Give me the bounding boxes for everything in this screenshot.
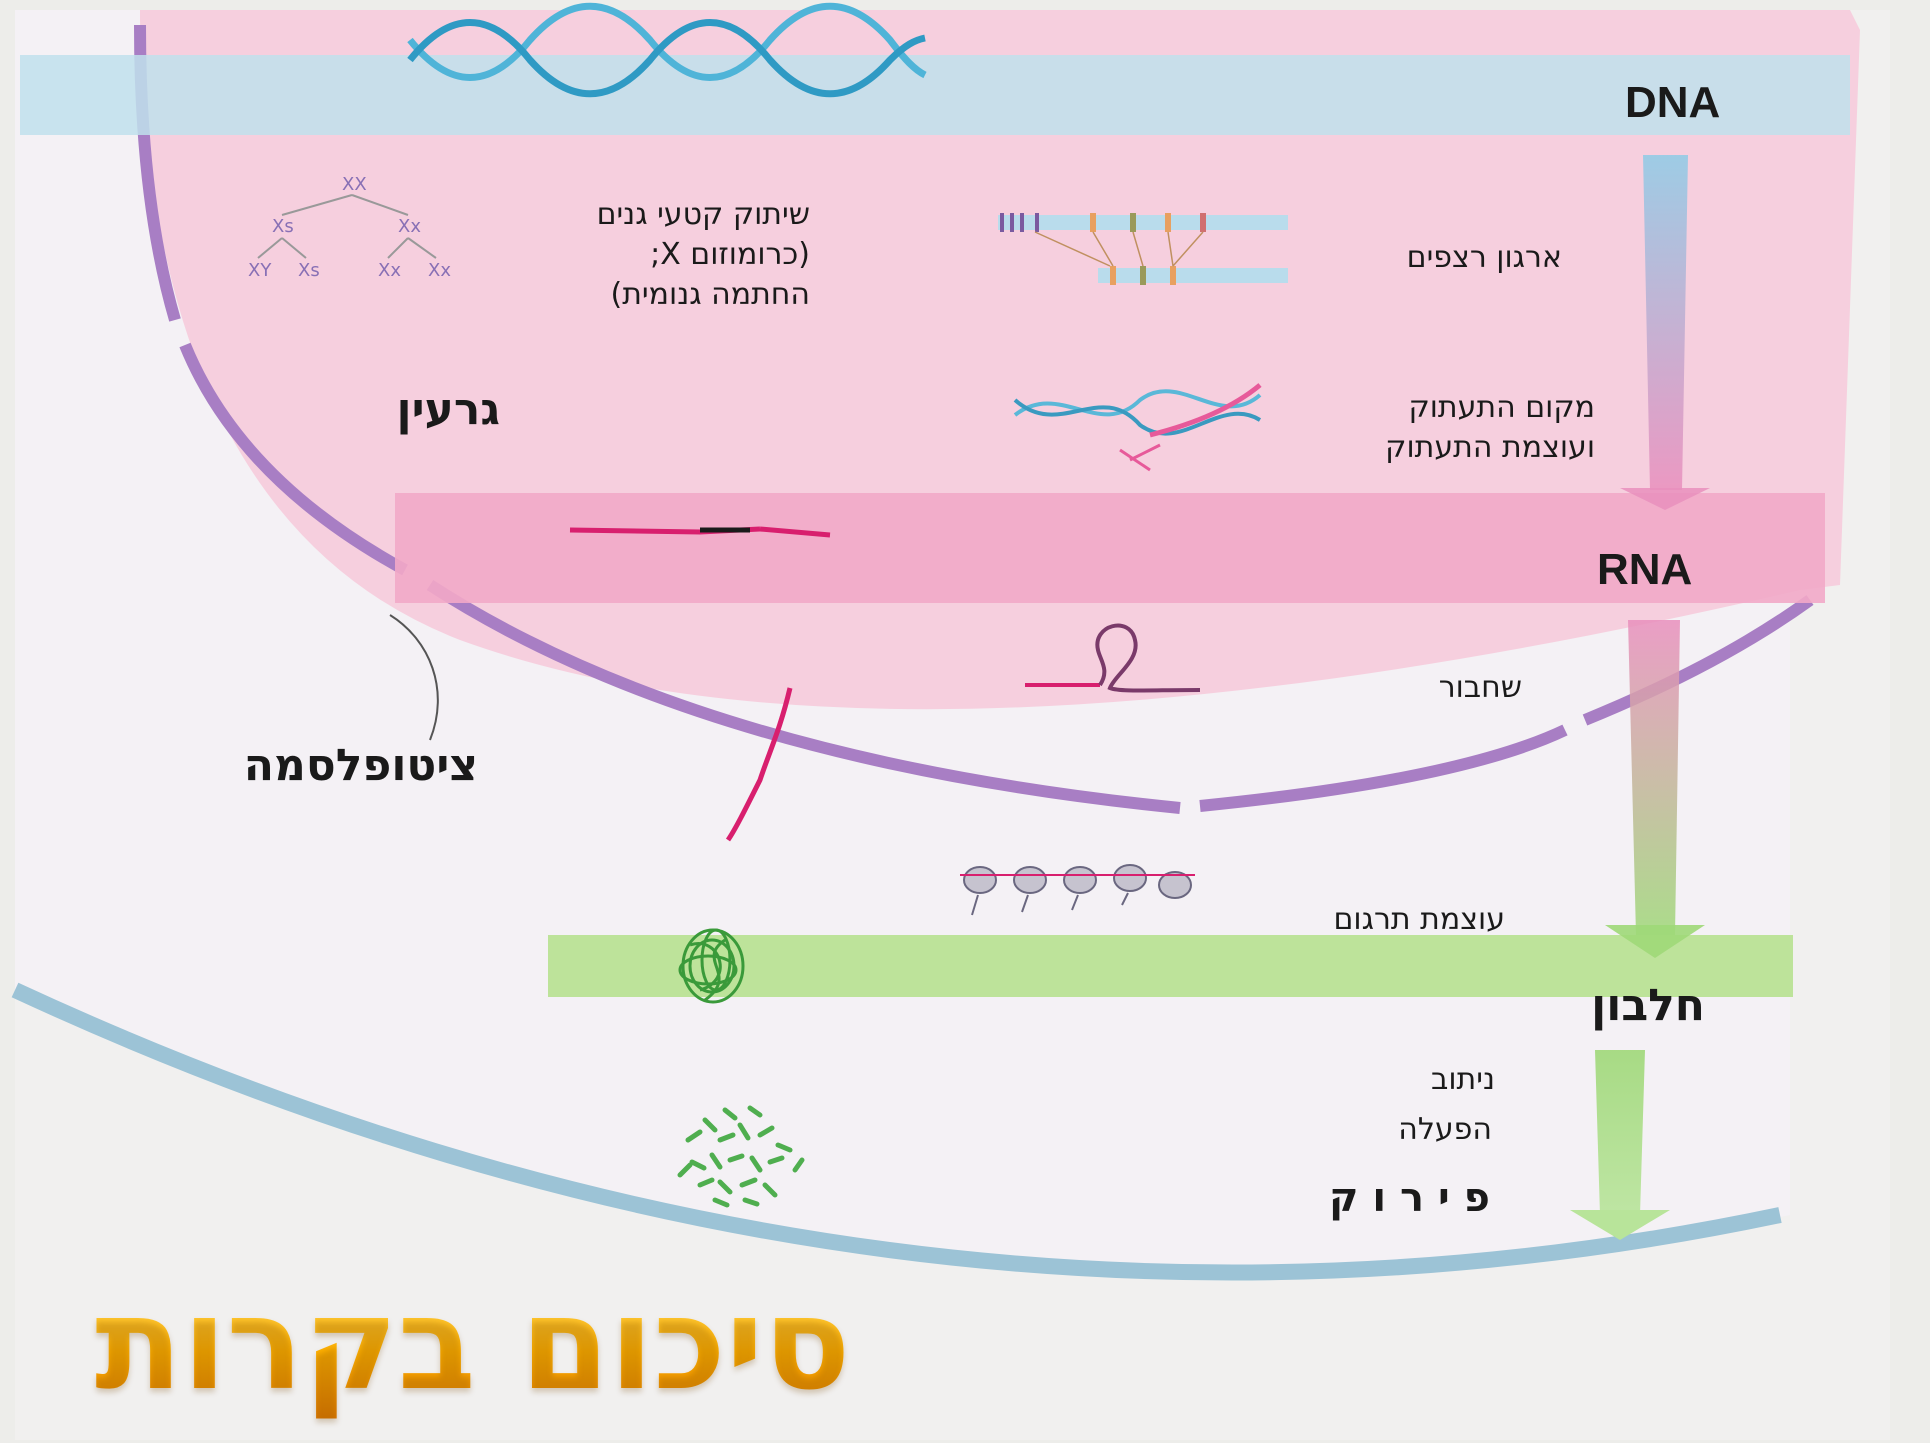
stage-label-protein: חלבון	[1591, 980, 1705, 1031]
stage-label-rna: RNA	[1597, 545, 1692, 595]
control-label-degradation: פ י ר ו ק	[1329, 1175, 1490, 1221]
svg-text:Xs: Xs	[298, 260, 320, 281]
control-label-splicing: שחבור	[1439, 668, 1522, 708]
control-label-transcription-line1: מקום התעתוק	[1385, 388, 1595, 428]
control-label-gene-silencing: שיתוק קטעי גנים (כרומוזום X; החתמה גנומי…	[597, 195, 810, 315]
svg-text:XY: XY	[248, 260, 272, 281]
svg-text:Xs: Xs	[272, 216, 294, 237]
control-label-gene-silencing-line1: שיתוק קטעי גנים	[597, 195, 810, 235]
control-label-gene-silencing-line3: החתמה גנומית)	[597, 275, 810, 315]
svg-text:XX: XX	[342, 174, 367, 195]
control-label-gene-silencing-line2: (כרומוזום X;	[597, 235, 810, 275]
slide-title: סיכום בקרות	[95, 1270, 851, 1419]
svg-text:Xx: Xx	[398, 216, 421, 237]
region-label-cytoplasm: ציטופלסמה	[244, 740, 478, 791]
control-label-sequence-organization: ארגון רצפים	[1407, 238, 1562, 278]
region-label-nucleus: גרעין	[396, 384, 500, 435]
control-label-transcription: מקום התעתוק ועוצמת התעתוק	[1385, 388, 1595, 468]
control-label-activation: הפעלה	[1398, 1110, 1492, 1150]
svg-text:Xx: Xx	[378, 260, 401, 281]
control-label-routing: ניתוב	[1431, 1060, 1495, 1100]
dna-band	[20, 55, 1850, 135]
svg-text:Xx: Xx	[428, 260, 451, 281]
stage-label-dna: DNA	[1625, 78, 1720, 128]
control-label-transcription-line2: ועוצמת התעתוק	[1385, 428, 1595, 468]
control-label-translation: עוצמת תרגום	[1334, 900, 1505, 940]
